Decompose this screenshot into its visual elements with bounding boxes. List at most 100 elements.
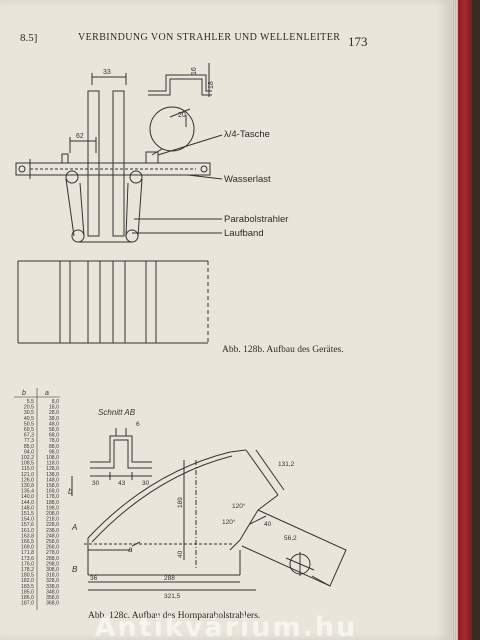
dim-189: 189	[177, 497, 184, 508]
table-cell-b: 115,0	[21, 466, 34, 472]
feed-waveguide	[15, 162, 211, 176]
table-cell-b: 94,0	[24, 449, 34, 455]
dim-30b: 30	[142, 480, 150, 487]
pulley-top-left	[65, 170, 79, 184]
table-cell-b: 108,5	[21, 461, 34, 467]
dim-562: 56,2	[284, 535, 297, 542]
table-cell-a: 258,0	[46, 539, 59, 545]
table-cell-b: 171,8	[21, 550, 34, 556]
table-cell-a: 88,0	[49, 444, 59, 450]
bottom-view	[17, 260, 209, 344]
table-cell-a: 308,0	[46, 567, 59, 573]
table-cell-a: 148,0	[46, 477, 59, 483]
caption-128c: Abb. 128c. Aufbau des Hornparabolstrahle…	[88, 611, 261, 621]
dim-18: 18	[208, 81, 215, 89]
table-cell-b: 126,0	[21, 477, 34, 483]
letter-B: B	[72, 565, 78, 574]
chapter-title: VERBINDUNG VON STRAHLER UND WELLENLEITER	[78, 32, 341, 43]
pocket-detail	[148, 74, 212, 92]
label-parabolic-radiator: Parabolstrahler	[224, 214, 288, 225]
figure-128b: 33 62 20 16 18 λ/4-Tasche Wasserlast Par…	[15, 63, 344, 355]
table-cell-b: 40,5	[24, 416, 34, 422]
dim-36: 36	[90, 575, 98, 582]
table-cell-b: 161,0	[21, 528, 34, 534]
dim-120a: 120°	[232, 502, 246, 510]
table-cell-a: 128,0	[46, 466, 59, 472]
detail-circle	[149, 106, 195, 152]
table-cell-b: 20,5	[24, 405, 34, 411]
feed-waveguide-c	[241, 509, 347, 587]
table-cell-a: 118,0	[46, 461, 59, 467]
table-cell-b: 67,3	[24, 433, 34, 439]
running-head: 8.5] VERBINDUNG VON STRAHLER UND WELLENL…	[20, 30, 370, 49]
table-cell-a: 68,0	[49, 433, 59, 439]
dim-33: 33	[103, 69, 111, 76]
watermark-logo: Antikvárium.hu	[94, 612, 358, 640]
page-number: 173	[348, 34, 368, 49]
table-cell-b: 140,0	[21, 494, 34, 500]
book-page	[0, 0, 452, 640]
letter-b: b	[68, 487, 73, 496]
table-cell-b: 102,2	[21, 455, 34, 461]
letter-A: A	[71, 523, 77, 532]
table-cell-a: 48,0	[49, 421, 59, 427]
table-cell-a: 228,0	[46, 522, 59, 528]
table-header-b: b	[22, 390, 26, 397]
dim-120b: 120°	[222, 518, 236, 526]
table-cell-a: 318,0	[46, 573, 59, 579]
table-cell-a: 108,0	[46, 455, 59, 461]
dim-6: 6	[136, 421, 140, 428]
table-cell-b: 121,0	[21, 472, 34, 478]
label-lambda-pocket: λ/4-Tasche	[224, 129, 270, 140]
pulley-bottom-right	[125, 229, 139, 243]
table-cell-a: 168,0	[46, 489, 59, 495]
table-cell-a: 358,0	[46, 595, 59, 601]
table-cell-b: 185,0	[21, 589, 34, 595]
dim-40v: 40	[177, 550, 184, 558]
table-cell-b: 186,0	[21, 595, 34, 601]
letter-a: a	[128, 545, 133, 554]
dim-288: 288	[164, 575, 175, 582]
table-cell-b: 187,0	[21, 601, 34, 607]
table-cell-b: 148,0	[21, 505, 34, 511]
table-cell-b: 182,0	[21, 578, 34, 584]
label-water-load: Wasserlast	[224, 174, 271, 185]
dim-62: 62	[76, 133, 84, 140]
caption-128b: Abb. 128b. Aufbau des Gerätes.	[222, 344, 344, 355]
table-cell-a: 218,0	[46, 517, 59, 523]
table-cell-a: 208,0	[46, 511, 59, 517]
table-cell-b: 60,5	[24, 427, 34, 433]
table-cell-b: 130,8	[21, 483, 34, 489]
table-cell-b: 163,8	[21, 533, 34, 539]
table-cell-a: 328,0	[46, 578, 59, 584]
page-edges	[452, 0, 458, 640]
table-cell-a: 38,0	[49, 416, 59, 422]
section-ab-profile	[90, 435, 152, 463]
table-cell-a: 58,0	[49, 427, 59, 433]
table-cell-a: 18,0	[49, 405, 59, 411]
figure-128c: Schnitt AB 4	[68, 408, 347, 600]
dim-131: 131,2	[278, 461, 295, 468]
table-cell-b: 166,5	[21, 539, 34, 545]
table-cell-b: 144,0	[21, 500, 34, 506]
table-cell-b: 176,0	[21, 561, 34, 567]
horn-upper-curve	[87, 449, 247, 539]
dim-40: 40	[264, 521, 272, 528]
table-cell-b: 85,0	[24, 444, 34, 450]
table-cell-a: 338,0	[46, 584, 59, 590]
table-cell-a: 78,0	[49, 438, 59, 444]
table-cell-a: 348,0	[46, 589, 59, 595]
table-cell-a: 298,0	[46, 561, 59, 567]
table-header-a: a	[45, 390, 49, 397]
table-cell-a: 248,0	[46, 533, 59, 539]
table-cell-b: 183,5	[21, 584, 34, 590]
table-cell-b: 173,6	[21, 556, 34, 562]
table-cell-a: 288,0	[46, 556, 59, 562]
table-cell-a: 368,0	[46, 601, 59, 607]
table-cell-b: 77,3	[24, 438, 34, 444]
table-cell-a: 268,0	[46, 545, 59, 551]
table-cell-a: 198,0	[46, 505, 59, 511]
table-cell-a: 138,0	[46, 472, 59, 478]
table-cell-a: 238,0	[46, 528, 59, 534]
